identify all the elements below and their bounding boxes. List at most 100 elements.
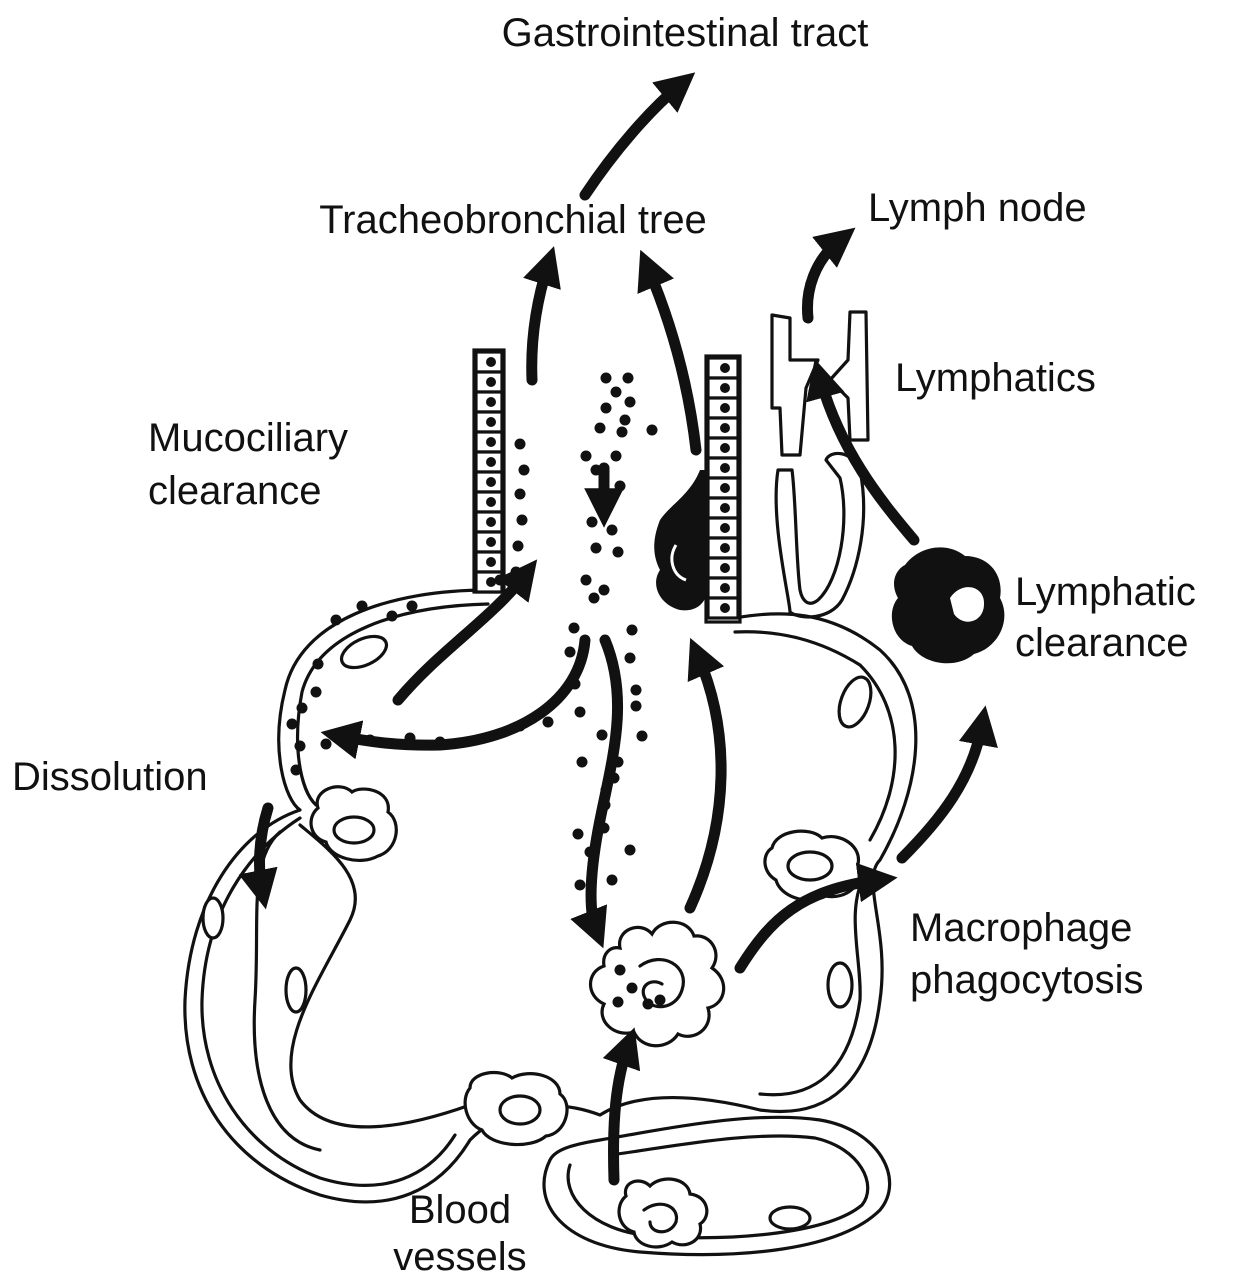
- cell-nucleus: [486, 377, 496, 387]
- cell-nucleus: [720, 563, 730, 573]
- particle-dot: [599, 585, 610, 596]
- cell-nucleus: [720, 483, 730, 493]
- particle-dot: [357, 601, 368, 612]
- cell-nucleus: [486, 557, 496, 567]
- macrophage-phagocytosis-label-line1: Macrophage: [910, 903, 1132, 953]
- particle-dot: [573, 829, 584, 840]
- cell-nucleus: [720, 603, 730, 613]
- particle-dot: [613, 997, 624, 1008]
- particle-dot: [517, 515, 528, 526]
- mucociliary-clearance-label-line2: clearance: [148, 466, 321, 516]
- cell-nucleus: [486, 537, 496, 547]
- cell-nucleus: [720, 443, 730, 453]
- blood-monocyte: [619, 1179, 707, 1247]
- particle-dot: [627, 983, 638, 994]
- arrow-to-macrophage: [591, 640, 618, 930]
- cell-nucleus: [486, 357, 496, 367]
- particle-dot: [591, 543, 602, 554]
- particle-dot: [407, 601, 418, 612]
- mucociliary-clearance-label-line1: Mucociliary: [148, 413, 348, 463]
- cell-nucleus: [486, 477, 496, 487]
- particle-dot: [387, 611, 398, 622]
- arrow-mucociliary-right: [648, 268, 696, 450]
- particle-dot: [575, 707, 586, 718]
- particle-dot: [513, 541, 524, 552]
- particle-dot: [601, 403, 612, 414]
- lymph-node: [892, 547, 1005, 663]
- particle-dot: [515, 489, 526, 500]
- cell-nucleus: [486, 577, 496, 587]
- particle-dot: [589, 593, 600, 604]
- particle-dot: [623, 373, 634, 384]
- arrow-mucociliary-left: [532, 265, 548, 380]
- cell-nucleus: [720, 463, 730, 473]
- particle-dot: [515, 439, 526, 450]
- particle-dot: [625, 845, 636, 856]
- cell-nucleus: [486, 497, 496, 507]
- cell-nucleus: [720, 363, 730, 373]
- arrow-lymph-node: [807, 240, 840, 318]
- lymphatic-clearance-label-line1: Lymphatic: [1015, 567, 1196, 617]
- cell-nucleus: [486, 457, 496, 467]
- arrow-to-epithelium: [398, 575, 525, 700]
- cell-nucleus: [720, 403, 730, 413]
- particle-dot: [655, 995, 666, 1006]
- particle-dot: [287, 719, 298, 730]
- arrow-macrophage-up: [690, 656, 721, 908]
- particle-dot: [601, 373, 612, 384]
- particle-dot: [543, 717, 554, 728]
- particle-dot: [647, 425, 658, 436]
- particle-dot: [611, 387, 622, 398]
- arrow-from-blood: [614, 1046, 628, 1180]
- epithelium-left: [474, 350, 504, 592]
- tracheobronchial-tree-label: Tracheobronchial tree: [278, 195, 748, 245]
- particle-dot: [615, 481, 626, 492]
- particle-dot: [611, 451, 622, 462]
- macrophage: [591, 922, 724, 1046]
- cell-nucleus: [486, 417, 496, 427]
- particle-dot: [631, 685, 642, 696]
- particle-dot: [495, 575, 506, 586]
- lymphatics-label: Lymphatics: [895, 353, 1096, 403]
- blood-vessels-label-line1: Blood: [360, 1185, 560, 1235]
- particle-dot: [575, 880, 586, 891]
- particle-dot: [595, 423, 606, 434]
- particle-dot: [581, 575, 592, 586]
- epithelium-right: [706, 356, 740, 622]
- particle-dot: [587, 517, 598, 528]
- cell-nucleus: [720, 523, 730, 533]
- particle-dot: [625, 397, 636, 408]
- particle-dot: [625, 653, 636, 664]
- type-ii-cells: [311, 787, 860, 1145]
- lymph-node-label: Lymph node: [868, 183, 1087, 233]
- particle-dot: [331, 615, 342, 626]
- gi-tract-label: Gastrointestinal tract: [460, 8, 910, 58]
- arrow-to-lymphatic-clearance: [902, 725, 982, 858]
- arrow-to-gi-tract: [585, 85, 680, 195]
- particle-dot: [643, 999, 654, 1010]
- particle-dot: [607, 875, 618, 886]
- particle-dot: [631, 701, 642, 712]
- cell-nucleus: [720, 503, 730, 513]
- particle-dot: [519, 465, 530, 476]
- blood-vessels-label-line2: vessels: [360, 1232, 560, 1282]
- particle-dot: [613, 547, 624, 558]
- macrophage-phagocytosis-label-line2: phagocytosis: [910, 955, 1143, 1005]
- dissolution-label: Dissolution: [12, 752, 208, 802]
- particle-dot: [321, 739, 332, 750]
- particle-dot: [565, 647, 576, 658]
- cell-nucleus: [486, 517, 496, 527]
- particle-dot: [581, 451, 592, 462]
- lymphatic-clearance-label-line2: clearance: [1015, 618, 1188, 668]
- particle-dot: [597, 730, 608, 741]
- particle-dot: [577, 757, 588, 768]
- particle-dot: [627, 625, 638, 636]
- cell-nucleus: [720, 543, 730, 553]
- particle-dot: [620, 415, 631, 426]
- particle-dot: [569, 623, 580, 634]
- cell-nucleus: [486, 437, 496, 447]
- cell-nucleus: [486, 397, 496, 407]
- particle-dot: [615, 965, 626, 976]
- particle-dot: [295, 741, 306, 752]
- cell-nucleus: [720, 583, 730, 593]
